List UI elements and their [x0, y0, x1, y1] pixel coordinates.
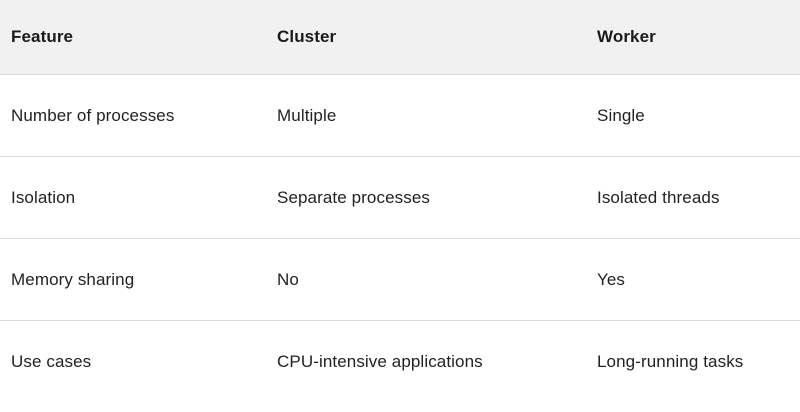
cell-cluster: No — [266, 238, 586, 321]
cell-feature: Memory sharing — [0, 238, 266, 321]
table-row: Memory sharing No Yes — [0, 238, 800, 321]
cell-worker: Long-running tasks — [586, 320, 800, 402]
cell-cluster: CPU-intensive applications — [266, 320, 586, 402]
cell-cluster: Separate processes — [266, 156, 586, 239]
cell-feature: Number of processes — [0, 74, 266, 157]
cell-worker: Single — [586, 74, 800, 157]
column-header-worker: Worker — [586, 0, 800, 75]
table-header: Feature Cluster Worker — [0, 0, 800, 75]
cell-worker: Isolated threads — [586, 156, 800, 239]
comparison-table: Feature Cluster Worker Number of process… — [0, 0, 800, 402]
table-row: Use cases CPU-intensive applications Lon… — [0, 320, 800, 402]
table-header-row: Feature Cluster Worker — [0, 0, 800, 75]
cell-feature: Isolation — [0, 156, 266, 239]
cell-cluster: Multiple — [266, 74, 586, 157]
table-body: Number of processes Multiple Single Isol… — [0, 74, 800, 402]
cell-feature: Use cases — [0, 320, 266, 402]
column-header-feature: Feature — [0, 0, 266, 75]
table-row: Isolation Separate processes Isolated th… — [0, 156, 800, 239]
column-header-cluster: Cluster — [266, 0, 586, 75]
cell-worker: Yes — [586, 238, 800, 321]
table-row: Number of processes Multiple Single — [0, 74, 800, 157]
